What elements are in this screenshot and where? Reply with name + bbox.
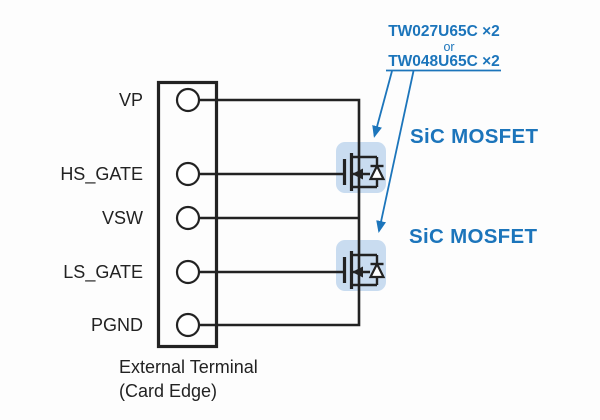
high-side-mosfet-highlight (336, 142, 386, 193)
part-number-option-2: TW048U65C ×2 (388, 53, 500, 70)
connector-caption-line1: External Terminal (119, 357, 258, 377)
pin-label-pgnd: PGND (91, 315, 143, 335)
sic-mosfet-label-bottom: SiC MOSFET (409, 225, 537, 248)
connector-caption-line2: (Card Edge) (119, 381, 217, 401)
pin-circle-hs-gate (175, 161, 201, 187)
pin-circle-vsw (175, 205, 201, 231)
low-side-mosfet-highlight (336, 240, 386, 291)
callout-arrow-top-icon (372, 70, 393, 138)
high-side-mosfet-symbol (342, 153, 386, 191)
pin-label-vp: VP (119, 90, 143, 110)
pin-label-vsw: VSW (102, 208, 143, 228)
channel-arrow-icon (352, 168, 363, 180)
sic-mosfet-label-top: SiC MOSFET (410, 125, 538, 148)
channel-arrow-icon (352, 266, 363, 278)
wire-vp-bus-pgnd (199, 98, 361, 327)
pin-circle-ls-gate (175, 259, 201, 285)
body-diode-icon (368, 163, 386, 181)
part-number-or-label: or (443, 40, 454, 54)
part-number-option-1: TW027U65C ×2 (388, 23, 500, 40)
pin-circle-vp (175, 87, 201, 113)
low-side-mosfet-symbol (342, 251, 386, 289)
card-edge-connector-outline (156, 80, 219, 349)
pin-circle-pgnd (175, 312, 201, 338)
callout-arrow-bottom-icon (376, 70, 415, 233)
body-diode-icon (368, 261, 386, 279)
pin-label-hs-gate: HS_GATE (60, 164, 143, 185)
pin-label-ls-gate: LS_GATE (63, 262, 143, 283)
